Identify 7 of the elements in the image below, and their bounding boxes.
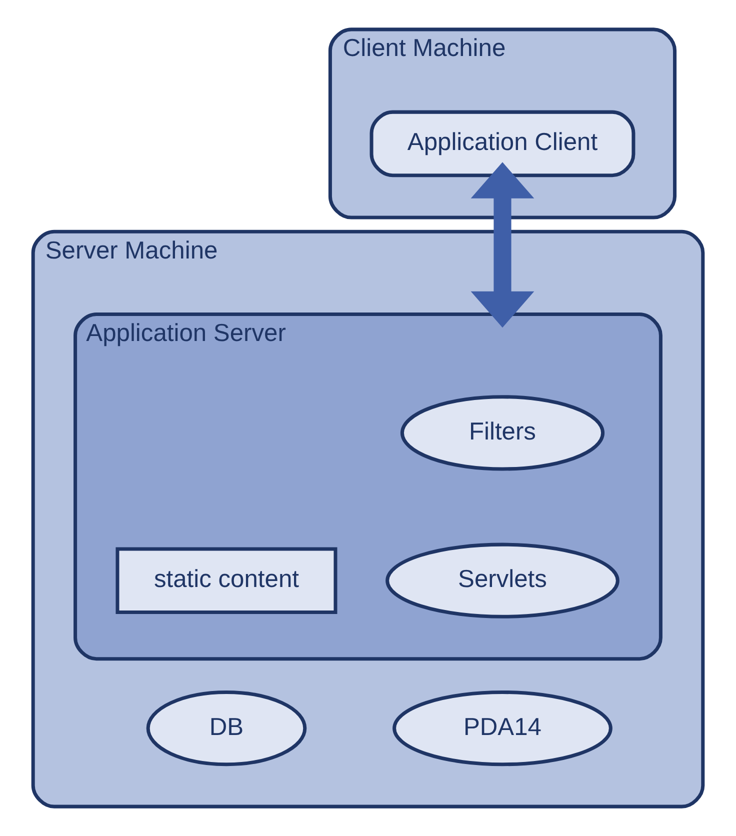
node-box: static content [116, 547, 338, 614]
node-ellipse: Filters [400, 395, 605, 471]
node-ellipse: DB [146, 690, 307, 766]
node-ellipse: PDA14 [392, 690, 612, 766]
node-ellipse: Servlets [386, 542, 620, 618]
arrow [470, 162, 534, 328]
node-box: Application Client [370, 110, 636, 178]
